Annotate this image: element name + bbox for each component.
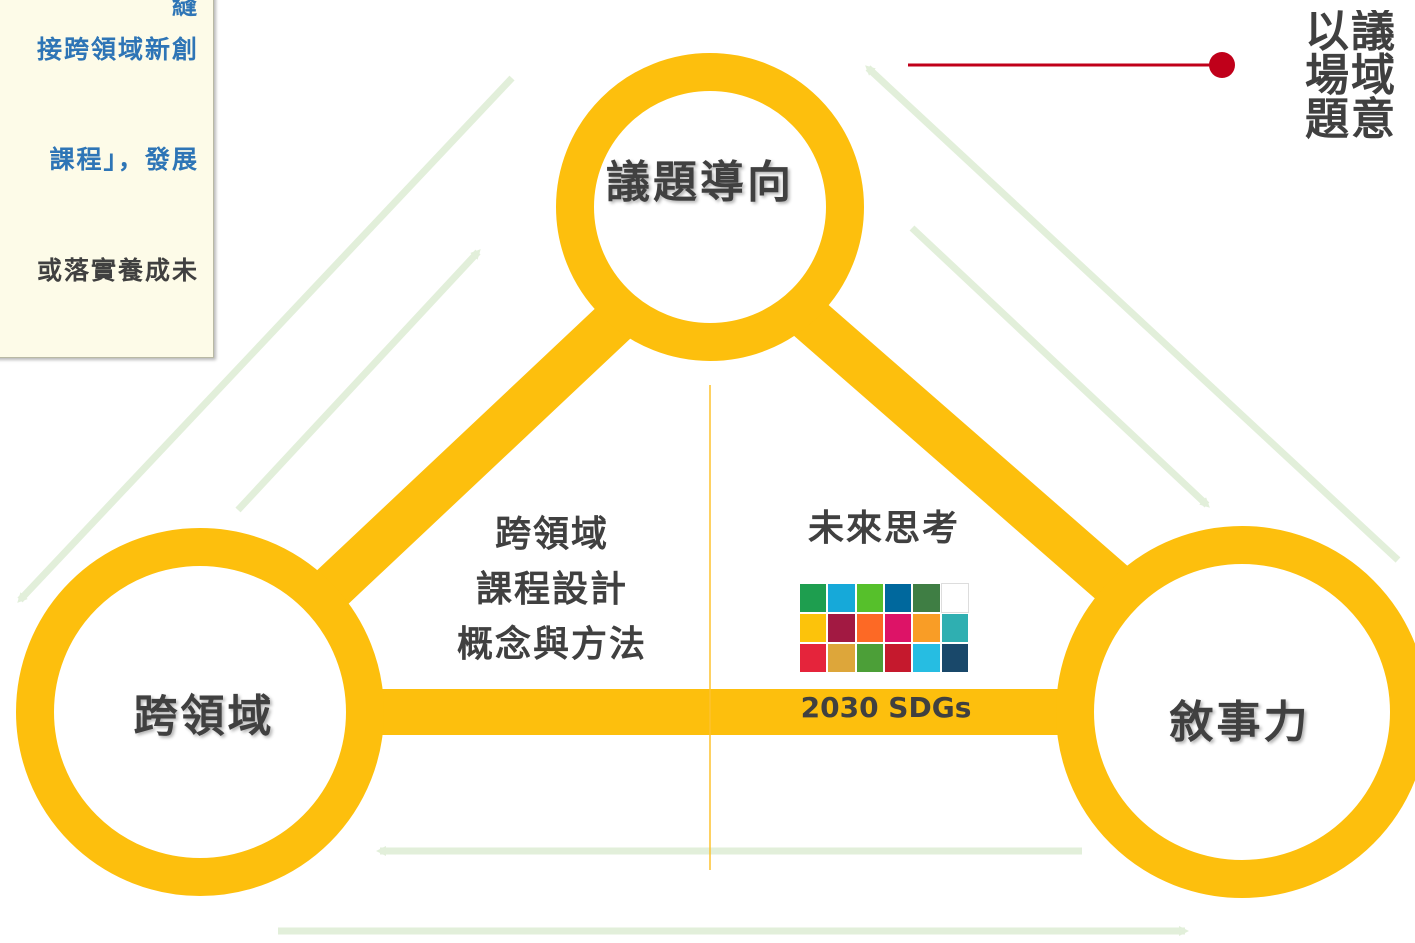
arrow-inner-right bbox=[909, 225, 1210, 508]
right-text-block: 以議 場域 題意 bbox=[1305, 10, 1415, 142]
arrow-inner-left bbox=[235, 249, 481, 513]
arrow-outer-left bbox=[17, 75, 515, 603]
right-text-line-1: 以議 bbox=[1305, 10, 1397, 57]
sdg-tile-icon bbox=[885, 614, 912, 642]
sdg-tile-icon bbox=[800, 614, 827, 642]
future-thinking-title: 未來思考 bbox=[807, 508, 961, 549]
right-text-line-2: 場域 bbox=[1305, 50, 1397, 101]
connector-dot bbox=[1209, 52, 1235, 78]
node-right-label: 敘事力 bbox=[1169, 697, 1311, 748]
node-top-ring bbox=[556, 53, 864, 361]
triangle-frame bbox=[177, 209, 1283, 735]
sdg-tile-icon bbox=[913, 584, 940, 612]
note-line-3: 課程」，發展 bbox=[49, 145, 199, 174]
sdg-caption: 2030 SDGs bbox=[800, 691, 972, 724]
center-left-text: 跨領域 課程設計 概念與方法 bbox=[457, 507, 647, 672]
node-top-label: 議題導向 bbox=[606, 157, 794, 208]
note-line-4: 或落實養成未 bbox=[36, 256, 199, 285]
sdg-tile-icon bbox=[913, 644, 940, 672]
sdg-tile-icon bbox=[856, 584, 883, 612]
center-left-line-3: 概念與方法 bbox=[456, 624, 648, 665]
flow-arrows bbox=[17, 65, 1401, 936]
sdg-tile-icon bbox=[913, 614, 940, 642]
center-left-line-1: 跨領域 bbox=[494, 514, 610, 555]
sdg-tile-icon bbox=[828, 644, 855, 672]
note-line-2: 接跨領域新創 bbox=[36, 35, 199, 64]
sdg-tile-icon bbox=[941, 644, 968, 672]
sdg-tile-icon bbox=[828, 584, 855, 612]
sdg-tile-icon bbox=[940, 583, 970, 613]
sdg-icon-grid bbox=[800, 583, 970, 672]
sdg-tile-icon bbox=[856, 644, 883, 672]
arrow-outer-right bbox=[865, 65, 1401, 563]
sdg-tile-icon bbox=[941, 614, 968, 642]
note-box: 縫 接跨領域新創 課程」，發展 或落實養成未 bbox=[0, 0, 214, 358]
node-left-label: 跨領域 bbox=[133, 691, 275, 742]
note-line-1: 縫 bbox=[171, 0, 199, 20]
right-text-line-3: 題意 bbox=[1305, 94, 1397, 142]
sdg-tile-icon bbox=[885, 644, 912, 672]
node-right-ring bbox=[1056, 526, 1415, 898]
center-left-line-2: 課程設計 bbox=[475, 569, 629, 610]
sdg-tile-icon bbox=[828, 614, 855, 642]
sdg-tile-icon bbox=[885, 584, 912, 612]
sdg-tile-icon bbox=[800, 644, 827, 672]
sdg-tile-icon bbox=[856, 614, 883, 642]
node-left-ring bbox=[16, 528, 384, 896]
sdg-tile-icon bbox=[800, 584, 827, 612]
